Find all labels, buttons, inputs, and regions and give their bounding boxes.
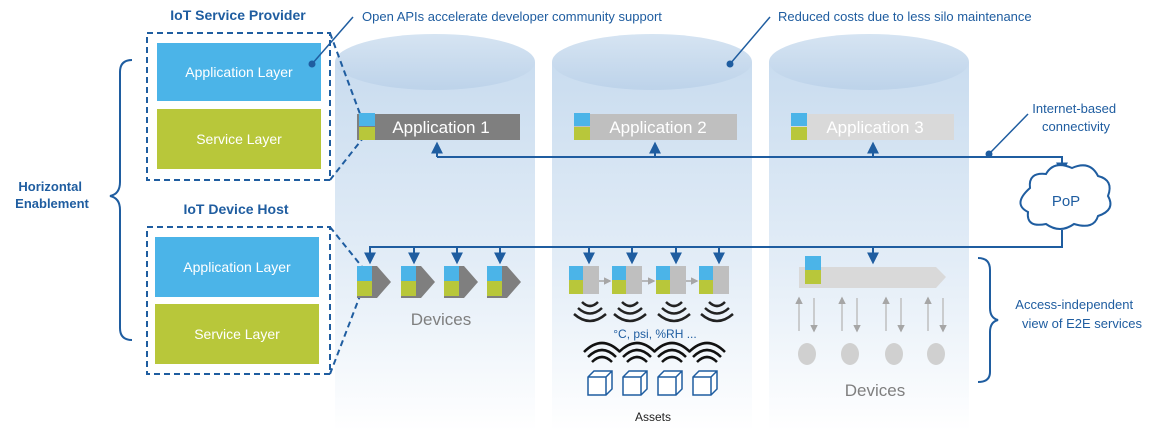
silo-3 <box>769 34 969 431</box>
device-host-application-layer-label: Application Layer <box>183 259 291 275</box>
silo1-device-3 <box>444 266 478 298</box>
callout-open-apis-leader <box>311 16 354 65</box>
device-bus <box>364 230 1063 265</box>
provider-box <box>146 32 331 181</box>
silo1-devices-label: Devices <box>411 310 471 329</box>
callout-internet-dot <box>985 150 993 158</box>
asset-wireless-icons <box>583 341 726 363</box>
silo1-device-2 <box>401 266 435 298</box>
pop-cloud: PoP <box>1019 164 1112 230</box>
callout-reduced-costs-leader <box>729 16 771 65</box>
silo2-assets-label: Assets <box>635 410 671 424</box>
silo-2 <box>552 34 752 431</box>
sensor-unit <box>699 266 729 294</box>
access-brace <box>977 257 999 383</box>
silo3-links <box>795 296 947 333</box>
sensor-wireless-icons <box>573 301 734 323</box>
device-host-application-layer <box>155 237 319 297</box>
sensor-unit <box>656 266 686 294</box>
application-1-label: Application 1 <box>392 118 489 137</box>
application-2: Application 2 <box>574 113 737 140</box>
zoom-lines <box>329 32 364 375</box>
callout-open-apis: Open APIs accelerate developer community… <box>362 9 662 24</box>
silo2-sensor-units: °C, psi, %RH ... <box>613 327 696 341</box>
silo2-assets <box>583 341 726 396</box>
pop-label: PoP <box>1052 193 1080 210</box>
sensor-unit <box>612 266 642 294</box>
application-3: Application 3 <box>791 113 954 140</box>
device-host-service-layer-label: Service Layer <box>194 326 280 342</box>
horizontal-enablement-label: Horizontal Enablement <box>15 179 89 211</box>
horizontal-enablement-brace <box>109 59 133 341</box>
asset-cubes <box>587 370 718 396</box>
provider-application-layer <box>157 43 321 101</box>
silo-1 <box>335 34 535 431</box>
silo3-device-nodes <box>798 343 945 365</box>
application-3-label: Application 3 <box>826 118 923 137</box>
sensor-unit <box>569 266 599 294</box>
silo3-devices-label: Devices <box>845 381 905 400</box>
callout-reduced-costs: Reduced costs due to less silo maintenan… <box>778 9 1032 24</box>
silo1-device-4 <box>487 266 521 298</box>
silo2-sensors <box>569 266 734 323</box>
provider-title: IoT Service Provider <box>170 7 306 23</box>
provider-service-layer-label: Service Layer <box>196 131 282 147</box>
callout-open-apis-dot <box>308 60 316 68</box>
application-2-label: Application 2 <box>609 118 706 137</box>
application-1: Application 1 <box>357 113 520 140</box>
device-host-box <box>146 226 331 375</box>
device-host-title: IoT Device Host <box>183 201 288 217</box>
provider-service-layer <box>157 109 321 169</box>
callout-internet: Internet-based connectivity <box>1032 101 1119 134</box>
callout-internet-leader <box>988 113 1029 155</box>
silo1-device-1 <box>357 266 391 298</box>
callout-reduced-costs-dot <box>726 60 734 68</box>
device-host-service-layer <box>155 304 319 364</box>
provider-application-layer-label: Application Layer <box>185 64 293 80</box>
silo3-gateway <box>799 256 946 288</box>
callout-access: Access-independent view of E2E services <box>1015 297 1142 331</box>
